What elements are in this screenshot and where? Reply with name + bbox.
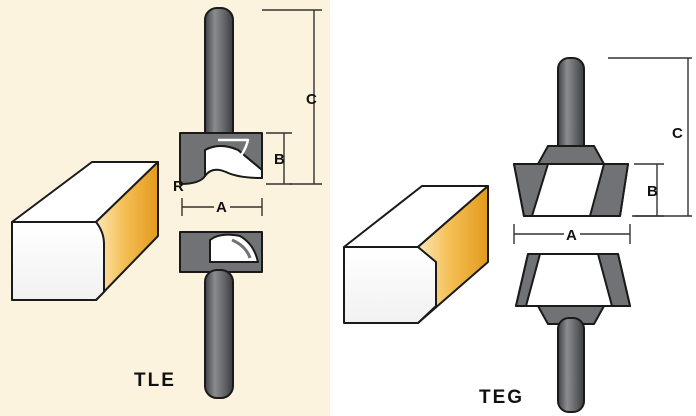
teg-caption: TEG [479, 387, 524, 408]
tle-label-c: C [306, 91, 317, 108]
tle-upper-cutter [179, 132, 263, 185]
tle-label-a: A [216, 199, 227, 216]
teg-group: C B A TEG [343, 57, 692, 413]
tle-lower-cutter [179, 231, 263, 273]
tle-group: C B R A TLE [11, 7, 322, 399]
teg-dimension-b [634, 163, 664, 217]
teg-label-c: C [672, 125, 683, 142]
teg-label-a: A [566, 227, 577, 244]
tle-upper-shank [204, 7, 234, 144]
tle-workpiece [11, 161, 159, 301]
teg-label-b: B [647, 183, 658, 200]
teg-lower-shank [557, 317, 585, 413]
tle-dimension-c [262, 9, 322, 185]
tle-label-b: B [274, 151, 285, 168]
teg-workpiece [343, 185, 489, 324]
tle-lower-shank [204, 269, 234, 399]
tle-label-r: R [173, 178, 184, 195]
teg-upper-cutter [513, 145, 629, 217]
teg-lower-cutter [515, 253, 631, 325]
tle-caption: TLE [134, 370, 176, 391]
tle-dimension-b [266, 132, 292, 185]
